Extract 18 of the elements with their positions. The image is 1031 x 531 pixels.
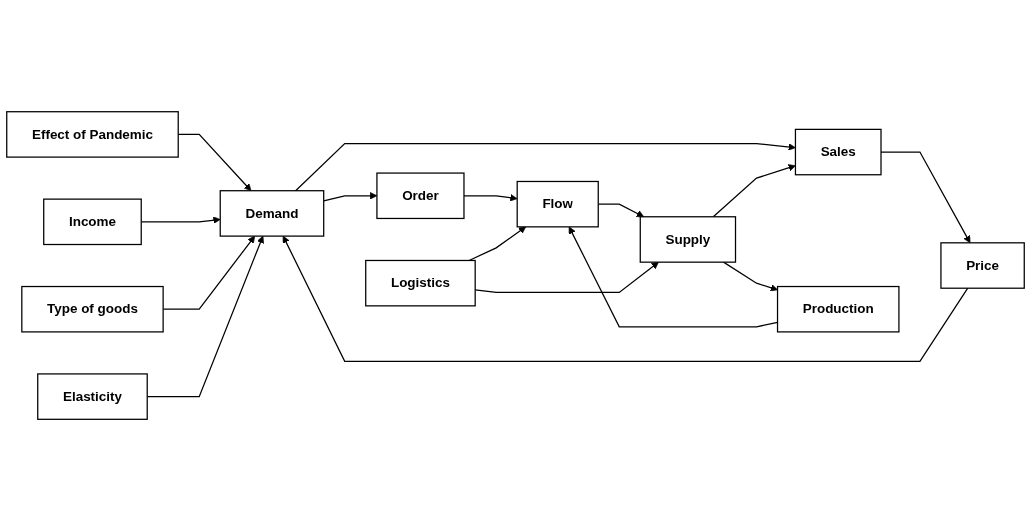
node-box: Income <box>43 198 142 246</box>
node-box: Elasticity <box>37 373 148 420</box>
node-box: Demand <box>219 190 325 237</box>
node-box: Type of goods <box>21 285 164 333</box>
arrow <box>282 235 969 362</box>
arrow <box>468 226 527 262</box>
node-box: Supply <box>639 216 737 263</box>
node-box: Price <box>940 242 1025 289</box>
node-box: Order <box>376 172 465 220</box>
arrow <box>463 194 518 202</box>
node-box: Logistics <box>365 259 476 307</box>
node-box: Production <box>776 285 900 333</box>
node-box: Flow <box>516 180 599 228</box>
arrow <box>722 261 778 292</box>
arrow <box>295 143 796 192</box>
node-box: Sales <box>794 128 882 176</box>
node-box: Effect of Pandemic <box>6 111 179 158</box>
arrow <box>712 164 796 218</box>
